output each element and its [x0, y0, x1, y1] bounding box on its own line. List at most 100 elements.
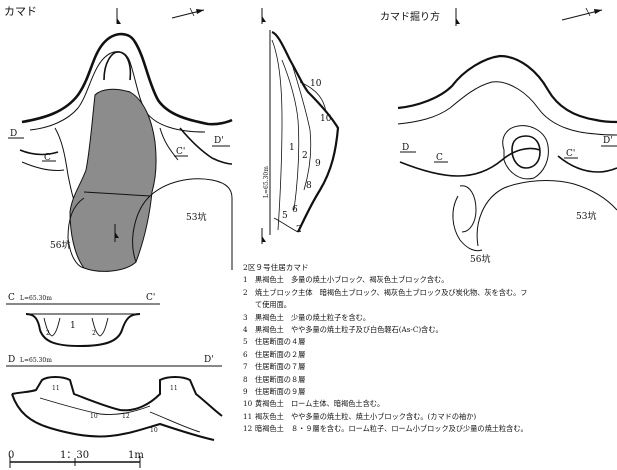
layer-label-10a: 10: [310, 79, 322, 89]
legend-desc: 焼土ブロック主体 暗褐色土ブロック、褐灰色土ブロック及び炭化物、灰を含む。フ: [255, 287, 528, 297]
section-d-layer-11b: 11: [170, 385, 178, 392]
pit-outer-outline-right: [397, 54, 617, 124]
right-outer-line: [179, 127, 233, 165]
section-c-layer-2b: 2: [92, 330, 96, 337]
marker-c-prime-right: C': [566, 149, 575, 159]
legend-row: 9 住居断面の９層: [243, 386, 613, 398]
left-outer-line: [19, 149, 59, 156]
layer-label-10b: 10: [320, 114, 332, 124]
layer-label-1: 1: [289, 143, 295, 153]
section-d-layer-11a: 11: [52, 385, 60, 392]
pit-53-right-label: 53坑: [576, 210, 596, 222]
legend-num: 2: [243, 287, 248, 297]
marker-a-left: [116, 8, 121, 24]
layer-label-6: 6: [292, 205, 298, 215]
legend-num: 5: [243, 337, 248, 347]
left-wall-line: [54, 127, 75, 201]
firebox-shaded: [69, 88, 157, 272]
pit-56-right-outline: [452, 195, 483, 252]
legend-num: 4: [243, 325, 248, 335]
right-wall-line: [159, 127, 179, 161]
legend-num: 6: [243, 349, 248, 359]
section-c-prime-label: C': [146, 293, 155, 303]
legend-desc: 暗褐色土 ８・９層を含む。ローム粒子、ローム小ブロック及び少量の焼土粒含む。: [255, 424, 528, 434]
marker-c-right: C: [436, 153, 443, 163]
legend-desc: 住居断面の４層: [255, 337, 306, 347]
legend-num: 11: [243, 411, 253, 421]
scale-bar: [9, 456, 141, 468]
pit-56-right-inner: [459, 185, 477, 233]
legend-desc: 黒褐色土 やや多量の焼土粒子及び白色軽石(As-C)含む。: [255, 325, 443, 335]
legend-desc: て使用面。: [255, 300, 291, 310]
pit-right-lower-outline: [557, 155, 617, 173]
north-arrow-left: [171, 7, 205, 19]
legend-row: て使用面。: [243, 299, 613, 311]
pit-inner-outline-right: [397, 81, 617, 136]
legend-row: 7 住居断面の７層: [243, 361, 613, 373]
marker-c-prime-left: C': [176, 147, 185, 157]
pit-53-label: 53坑: [186, 211, 206, 223]
basin-inner: [511, 135, 541, 169]
scale-end: 1m: [128, 450, 144, 461]
layer-label-5: 5: [282, 211, 288, 221]
legend-title: 2区９号住居カマド: [243, 263, 309, 272]
legend-row: 4 黒褐色土 やや多量の焼土粒子及び白色軽石(As-C)含む。: [243, 324, 613, 336]
marker-d-prime-right: D': [603, 136, 613, 146]
scale-ratio: 1：30: [60, 450, 89, 461]
layer-label-9: 9: [315, 159, 321, 169]
marker-d-right: D: [402, 143, 409, 153]
right-panel-title: カマド掘り方: [380, 10, 440, 23]
legend-desc: 住居断面の８層: [255, 374, 306, 384]
legend-row: 2 焼土ブロック主体 暗褐色土ブロック、褐灰色土ブロック及び炭化物、灰を含む。フ: [243, 287, 613, 299]
section-d-profile: [11, 376, 223, 441]
section-a: [261, 8, 340, 244]
scale-zero: 0: [8, 450, 14, 461]
legend-num: 12: [243, 424, 253, 434]
pit-lower-outline-right: [399, 147, 541, 177]
section-c-profile: [25, 313, 141, 348]
legend-row: 5 住居断面の４層: [243, 336, 613, 348]
pit-53-outline: [132, 178, 233, 270]
left-outer-line-2: [21, 161, 65, 171]
legend-desc: 住居断面の７層: [255, 362, 306, 372]
pit-53-right-outline: [476, 180, 617, 247]
legend-desc: 住居断面の９層: [255, 387, 306, 397]
legend-row: 6 住居断面の２層: [243, 349, 613, 361]
marker-d-prime-left: D': [214, 136, 224, 146]
legend-num: 3: [243, 312, 248, 322]
chimney-outline: [103, 51, 132, 81]
legend-row: 8 住居断面の８層: [243, 374, 613, 386]
layer-label-8: 8: [306, 181, 312, 191]
legend-num: 7: [243, 362, 248, 372]
section-d-prime-label: D': [204, 355, 214, 365]
marker-a-right: [455, 8, 460, 26]
section-d-elevation: L=65.30m: [20, 357, 52, 364]
layer-label-2b: 2: [296, 225, 302, 235]
legend-num: 8: [243, 374, 248, 384]
marker-c-left: C: [44, 153, 51, 163]
basin-outer: [502, 125, 549, 180]
legend-desc: 住居断面の２層: [255, 349, 306, 359]
section-c-elevation: L=65.30m: [20, 295, 52, 302]
north-arrow-right: [561, 7, 603, 21]
legend-row: 3 黒褐色土 少量の焼土粒子を含む。: [243, 312, 613, 324]
section-c-layer-1: 1: [70, 321, 76, 331]
pit-56-outline: [67, 197, 85, 269]
legend-desc: 黒褐色土 少量の焼土粒子を含む。: [255, 312, 371, 322]
marker-a-prime-left: [114, 224, 119, 242]
pit-56-right-label: 56坑: [470, 253, 490, 265]
section-d-layer-12: 12: [122, 413, 130, 420]
legend-num: 1: [243, 275, 248, 285]
legend-num: 9: [243, 387, 248, 397]
section-c-layer-2a: 2: [46, 330, 50, 337]
layer-label-2: 2: [302, 151, 308, 161]
pit-56-label: 56坑: [50, 239, 70, 251]
legend-desc: 褐灰色土 やや多量の焼土粒、焼土小ブロック含む。(カマドの袖か): [255, 411, 477, 421]
left-panel-title: カマド: [4, 5, 37, 18]
section-d-layer-10b: 10: [150, 427, 158, 434]
